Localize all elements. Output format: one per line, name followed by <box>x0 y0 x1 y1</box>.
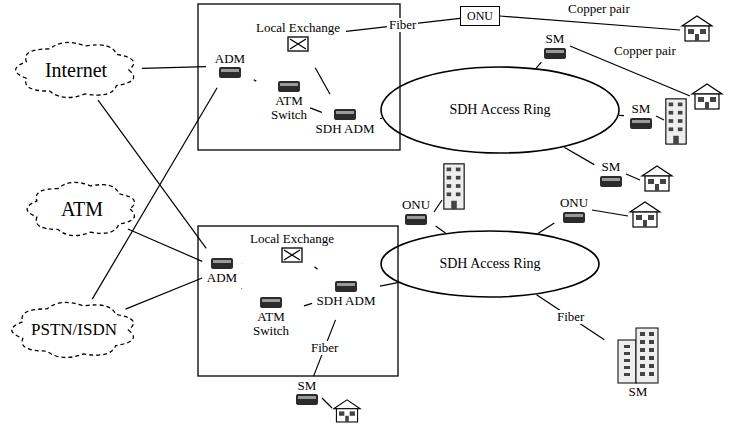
exchange-node: Local Exchange <box>244 228 340 268</box>
node-label: SDH ADM <box>317 294 376 308</box>
equipment-icon <box>562 211 586 224</box>
copper-wire <box>500 16 680 30</box>
link-line <box>92 88 217 299</box>
equipment-icon <box>295 393 319 406</box>
equipment-icon <box>599 175 623 188</box>
link-line <box>536 62 541 68</box>
house-icon <box>334 400 360 422</box>
equipment-icon <box>277 80 301 93</box>
link-line <box>142 67 206 69</box>
equipment-icon <box>218 66 242 79</box>
link-line <box>310 108 322 112</box>
link-line <box>564 147 594 164</box>
node-label: ONU <box>467 10 493 23</box>
switch-icon <box>281 247 303 263</box>
edge-label: Fiber <box>387 18 418 32</box>
adm-node: ADM <box>208 46 252 86</box>
sdh-adm-node: SDH ADM <box>314 268 378 318</box>
atm-switch-node: ATM Switch <box>258 74 320 126</box>
office-building-icon <box>616 326 660 384</box>
node-label: SM <box>632 102 651 116</box>
sm-node: SM <box>292 378 322 408</box>
node-label: ATM Switch <box>240 310 302 337</box>
node-label: Local Exchange <box>256 21 340 35</box>
node-label: SM <box>629 385 648 399</box>
exchange-site-box <box>198 226 398 376</box>
drop-wire <box>626 174 640 180</box>
node-label: Local Exchange <box>250 232 334 246</box>
node-label: ADM <box>207 271 237 285</box>
network-cloud: PSTN/ISDN <box>6 298 142 362</box>
equipment-icon <box>404 213 428 226</box>
link-line <box>380 118 382 119</box>
drop-wire <box>656 116 664 120</box>
link-line <box>98 100 206 248</box>
node-label: PSTN/ISDN <box>31 321 117 339</box>
office-building-icon <box>666 99 686 144</box>
link-line <box>241 263 242 264</box>
access-ring: SDH Access Ring <box>380 230 600 298</box>
wire-label: Copper pair <box>566 2 632 16</box>
node-label: SM <box>546 32 565 46</box>
link-line <box>346 18 460 31</box>
wire-label: Copper pair <box>612 44 678 58</box>
drop-wire <box>592 210 628 216</box>
link-line <box>538 223 554 233</box>
adm-node: ADM <box>204 250 240 290</box>
house-icon <box>630 202 660 227</box>
access-ring: SDH Access Ring <box>380 66 620 154</box>
node-label: SDH ADM <box>316 122 375 136</box>
equipment-icon <box>334 280 358 293</box>
office-building-icon <box>444 164 464 209</box>
sdh-adm-node: SDH ADM <box>312 96 378 146</box>
link-line <box>537 295 605 340</box>
sm-node: SM <box>596 160 626 189</box>
equipment-icon <box>543 47 567 60</box>
exchange-site-box <box>198 4 400 150</box>
house-icon <box>642 166 672 191</box>
equipment-icon <box>259 296 283 309</box>
equipment-icon <box>629 117 653 130</box>
node-label: SM <box>602 160 621 174</box>
equipment-icon <box>210 257 234 270</box>
onu-node: ONU <box>398 198 434 227</box>
link-line <box>380 283 398 287</box>
link-line <box>304 303 312 306</box>
house-icon <box>692 84 722 109</box>
edge-label: Fiber <box>309 341 340 355</box>
atm-switch-node: ATM Switch <box>240 290 302 342</box>
sm-node: SM <box>626 102 656 131</box>
link-line <box>128 229 202 261</box>
node-label: ATM Switch <box>258 94 320 121</box>
node-label: ATM <box>61 199 103 220</box>
node-label: SM <box>298 379 317 393</box>
house-icon <box>682 16 712 41</box>
network-cloud: ATM <box>22 178 142 240</box>
drop-wire <box>434 200 442 212</box>
node-label: Internet <box>45 60 107 81</box>
node-label: ADM <box>215 52 245 66</box>
edge-label: Fiber <box>555 310 586 324</box>
node-label: SDH Access Ring <box>439 257 540 272</box>
link-line <box>619 115 624 116</box>
link-line <box>126 278 203 309</box>
node-label: ONU <box>560 196 588 210</box>
link-line <box>254 80 257 81</box>
link-line <box>315 68 330 95</box>
link-line <box>241 288 243 290</box>
network-cloud: Internet <box>10 38 142 102</box>
switch-icon <box>287 36 309 52</box>
sm-node: SM <box>540 32 570 61</box>
node-label: SDH Access Ring <box>449 103 550 118</box>
sm-node: SM <box>606 318 670 406</box>
equipment-icon <box>333 108 357 121</box>
drop-wire <box>322 398 332 408</box>
node-label: ONU <box>402 198 430 212</box>
link-line <box>314 267 317 270</box>
onu-box: ONU <box>460 6 500 26</box>
onu-node: ONU <box>556 196 592 225</box>
link-line <box>436 226 446 233</box>
exchange-node: Local Exchange <box>252 8 344 66</box>
